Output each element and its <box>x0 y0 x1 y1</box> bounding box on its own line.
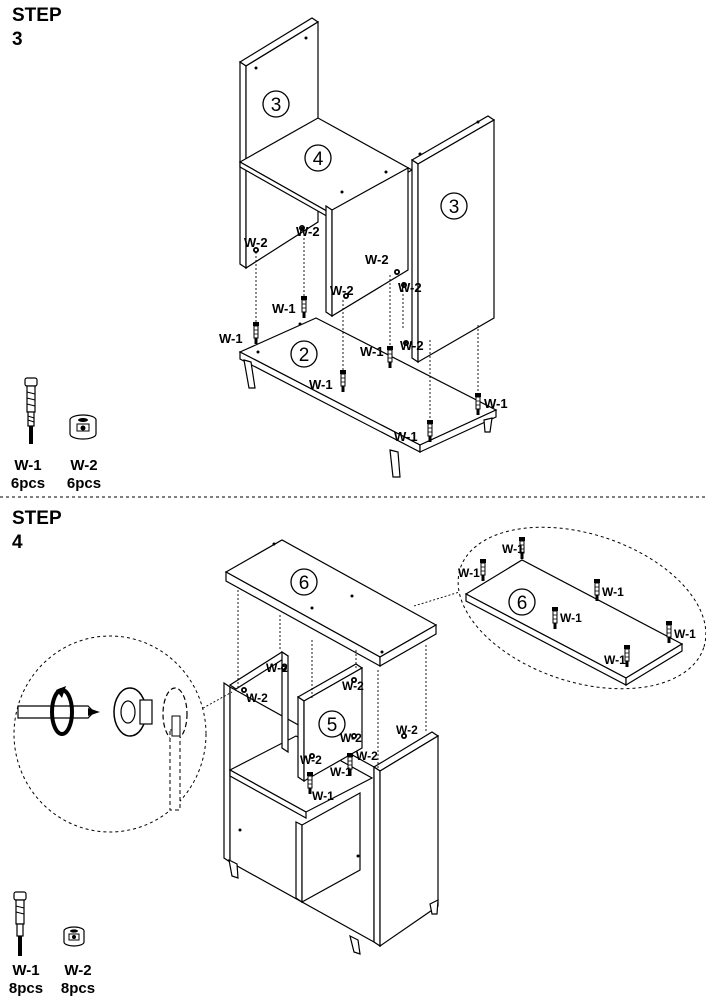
step4-w1-qty: 8pcs <box>8 980 44 997</box>
leg <box>483 417 493 433</box>
step3-w1-code: W-1 <box>14 457 42 474</box>
step4-title: STEP 4 <box>12 507 62 555</box>
step4-part-numbers <box>290 568 536 738</box>
leg <box>243 359 256 389</box>
label-w1: W-1 <box>272 301 296 316</box>
label-w1: W-1 <box>602 585 624 599</box>
part-number-base: 2 <box>299 345 310 366</box>
cam-lock-icon <box>69 414 97 440</box>
screwdriver-icon <box>17 705 95 719</box>
label-w2: W-2 <box>244 235 268 250</box>
step3-w2-code: W-2 <box>70 457 98 474</box>
label-w1: W-1 <box>484 396 508 411</box>
step4-hardware-labels: W-2 W-2 W-2 W-2 W-2 W-2 W-2 W-1 W-1 W-1 … <box>246 542 696 803</box>
step4-title-word: STEP <box>12 508 62 529</box>
label-w2: W-2 <box>340 731 362 745</box>
step4-w1-legend: W-1 8pcs <box>4 962 48 998</box>
label-w2: W-2 <box>356 749 378 763</box>
label-w2: W-2 <box>296 224 320 239</box>
label-w2: W-2 <box>365 252 389 267</box>
leg <box>228 858 239 879</box>
label-w2: W-2 <box>398 280 422 295</box>
step4-w2-code: W-2 <box>64 962 92 979</box>
step4-guide-lines <box>195 589 467 770</box>
label-w1: W-1 <box>360 344 384 359</box>
label-w1: W-1 <box>674 627 696 641</box>
label-w2: W-2 <box>396 723 418 737</box>
label-w1: W-1 <box>312 789 334 803</box>
step4-w2-legend: W-2 8pcs <box>54 962 102 998</box>
step4-w1-code: W-1 <box>12 962 40 979</box>
label-w1: W-1 <box>502 542 524 556</box>
cam-bolt-icon <box>13 891 27 956</box>
label-w1: W-1 <box>560 611 582 625</box>
center-divider <box>325 204 333 318</box>
label-w1: W-1 <box>309 377 333 392</box>
label-w1: W-1 <box>394 429 418 444</box>
step3-part-numbers <box>262 90 468 368</box>
top-underside-detail <box>457 526 706 690</box>
label-w2: W-2 <box>246 691 268 705</box>
step3-title-number: 3 <box>12 29 23 50</box>
part-number-right-side: 3 <box>449 197 460 218</box>
label-w2: W-2 <box>400 338 424 353</box>
step3-drawing <box>238 17 498 478</box>
part-number-shelf: 4 <box>313 149 324 170</box>
part-number-divider: 5 <box>327 715 338 736</box>
carcass-front <box>223 681 231 864</box>
label-w1: W-1 <box>330 765 352 779</box>
step3-w1-qty: 6pcs <box>10 475 46 492</box>
label-w2: W-2 <box>266 661 288 675</box>
label-w1: W-1 <box>604 653 626 667</box>
carcass-right-side <box>373 765 381 948</box>
label-w2: W-2 <box>342 679 364 693</box>
leg <box>349 934 361 955</box>
label-w1: W-1 <box>219 331 243 346</box>
step3-title-word: STEP <box>12 5 62 26</box>
label-w1: W-1 <box>458 566 480 580</box>
cam-tighten-detail <box>13 635 207 833</box>
step4-title-number: 4 <box>12 532 23 553</box>
part-number-top: 6 <box>299 573 310 594</box>
step3-w2-qty: 6pcs <box>66 475 102 492</box>
step3-w1-legend: W-1 6pcs <box>6 457 50 493</box>
cam-bolt-icon <box>24 377 38 444</box>
step4-screws <box>238 542 407 858</box>
step3-screws <box>252 36 482 443</box>
step3-hardware-labels: W-2 W-2 W-2 W-2 W-2 W-2 W-1 W-1 W-1 W-1 … <box>219 224 508 444</box>
step4-drawing <box>223 539 440 955</box>
step3-title: STEP 3 <box>12 4 62 52</box>
leg <box>429 898 439 915</box>
lower-divider <box>295 821 303 904</box>
leg <box>389 449 401 478</box>
step3-w2-legend: W-2 6pcs <box>60 457 108 493</box>
part-number-left-side: 3 <box>271 95 282 116</box>
label-w2: W-2 <box>330 283 354 298</box>
step3-guide-lines <box>255 230 479 420</box>
step4-w2-qty: 8pcs <box>60 980 96 997</box>
label-w2: W-2 <box>300 753 322 767</box>
cam-lock-icon <box>63 926 85 947</box>
part-number-detail-top: 6 <box>517 593 528 614</box>
